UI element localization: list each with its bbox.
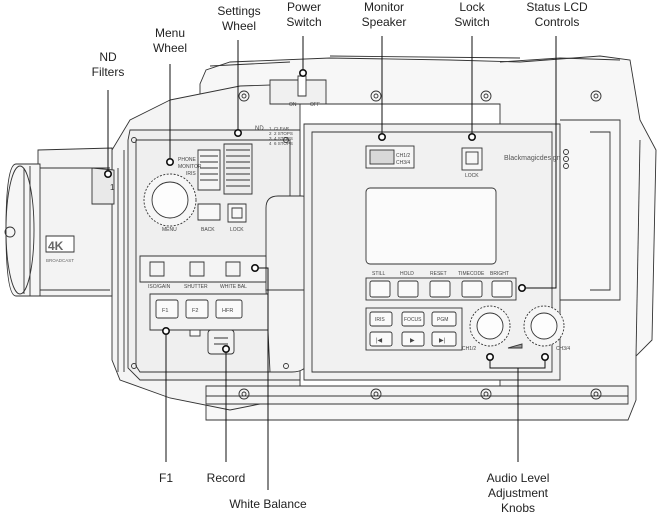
- nd-list-item: 2 STOPS: [274, 131, 293, 136]
- white-bal-label: WHITE BAL: [220, 284, 247, 290]
- shutter-label: SHUTTER: [184, 284, 208, 290]
- focus-label: FOCUS: [404, 317, 422, 323]
- leader-lines: [107, 36, 557, 490]
- nd-list-item: CLEAR: [274, 126, 290, 131]
- toggle-switches[interactable]: [139, 255, 267, 283]
- prev-icon: |◀: [376, 338, 383, 344]
- reset-label: RESET: [430, 271, 447, 277]
- menu-label: MENU: [162, 227, 177, 233]
- f1-label: F1: [162, 308, 168, 314]
- pgm-label: PGM: [437, 317, 448, 323]
- transport-buttons[interactable]: [365, 307, 463, 351]
- nd-number-1: 1: [269, 126, 272, 131]
- settings-label: IRIS: [186, 171, 196, 177]
- callout-record: Record: [206, 471, 246, 485]
- settings-label: MONITOR: [178, 164, 202, 170]
- next-icon: ▶|: [439, 338, 446, 344]
- menu-wheel[interactable]: [143, 173, 197, 227]
- callout-white-balance: White Balance: [229, 497, 307, 511]
- power-switch[interactable]: [269, 75, 327, 105]
- speaker-channel: CH3/4: [396, 160, 410, 166]
- lock-switch[interactable]: [461, 147, 483, 171]
- knob-label-1: CH1/2: [462, 346, 476, 352]
- iso-gain-label: ISO/GAIN: [148, 284, 171, 290]
- knob-label-2: CH3/4: [556, 346, 570, 352]
- nd-position: 1: [110, 183, 115, 192]
- nd-number-4: 4: [269, 141, 272, 146]
- lens-badge: 4K: [48, 239, 64, 253]
- hfr-label: HFR: [222, 308, 233, 314]
- brand-logo-text: Blackmagicdesign: [504, 155, 561, 162]
- iris-label: IRIS: [375, 317, 385, 323]
- hold-label: HOLD: [400, 271, 414, 277]
- audio-knob-2[interactable]: [523, 305, 565, 347]
- still-label: STILL: [372, 271, 386, 277]
- bright-label: BRIGHT: [490, 271, 509, 277]
- settings-controls: [197, 143, 253, 195]
- lens-badge-sub: BROADCAST: [46, 258, 74, 263]
- lock-label-left: LOCK: [230, 227, 244, 233]
- status-lcd: [365, 187, 497, 265]
- back-label: BACK: [201, 227, 215, 233]
- nd-number-3: 3: [269, 136, 272, 141]
- play-icon: ▶: [410, 338, 415, 344]
- f2-label: F2: [192, 308, 198, 314]
- function-buttons[interactable]: [149, 293, 269, 337]
- nd-list-item: 6 STOPS: [274, 141, 293, 146]
- lock-label-right: LOCK: [465, 173, 479, 179]
- timecode-label: TIMECODE: [458, 271, 485, 277]
- power-on-label: ON: [289, 102, 297, 108]
- lcd-buttons[interactable]: [365, 277, 517, 301]
- settings-label: PHONE: [178, 157, 196, 163]
- callout-f1: F1: [158, 471, 173, 485]
- audio-knob-1[interactable]: [469, 305, 511, 347]
- back-button[interactable]: [197, 203, 221, 221]
- speaker-channel: CH1/2: [396, 153, 410, 159]
- record-button[interactable]: [207, 329, 235, 355]
- power-off-label: OFF: [310, 102, 320, 108]
- lens: [4, 147, 115, 297]
- leader-dots: [104, 69, 549, 361]
- nd-panel-label: ND: [255, 126, 264, 132]
- mounting-holes: [131, 90, 602, 400]
- nd-list-item: 4 STOPS: [274, 136, 293, 141]
- brand-logo-icon: [563, 149, 569, 169]
- monitor-speaker: [365, 145, 415, 169]
- nd-number-2: 2: [269, 131, 272, 136]
- lock-switch-left[interactable]: [227, 203, 247, 223]
